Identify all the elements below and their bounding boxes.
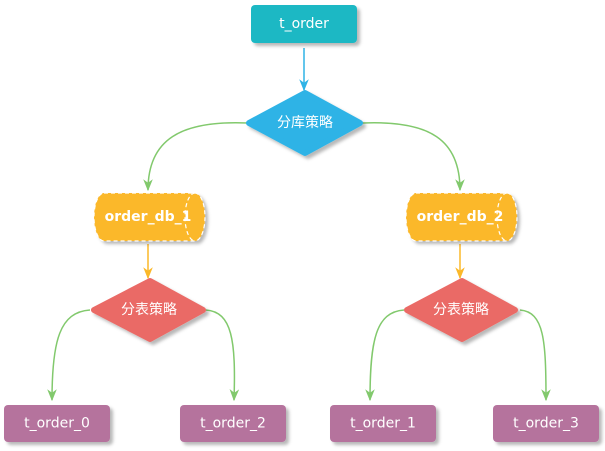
node-table-t-order-3[interactable]: t_order_3: [493, 405, 599, 442]
edge-db-strategy-to-db1: [143, 121, 249, 192]
edge-table-strategy1-to-t-order-0: [47, 309, 91, 402]
node-table-t-order-1-label: t_order_1: [350, 416, 416, 432]
edges: [47, 48, 551, 402]
edge-table-strategy2-to-t-order-1: [365, 309, 405, 402]
node-table-strategy-1-label: 分表策略: [121, 301, 177, 318]
node-root-table[interactable]: t_order: [251, 5, 357, 43]
node-table-t-order-2-label: t_order_2: [200, 416, 266, 432]
node-table-strategy-2-label: 分表策略: [433, 301, 489, 318]
node-db-strategy-label: 分库策略: [277, 114, 333, 131]
node-database-1[interactable]: order_db_1: [93, 192, 206, 242]
node-table-strategy-1[interactable]: 分表策略: [91, 278, 206, 342]
edge-table-strategy2-to-t-order-3: [519, 309, 551, 402]
node-table-t-order-2[interactable]: t_order_2: [180, 405, 286, 442]
node-table-strategy-2[interactable]: 分表策略: [404, 278, 518, 342]
node-database-2-label: order_db_2: [417, 209, 504, 225]
edge-db-strategy-to-db2: [361, 121, 465, 192]
node-table-t-order-1[interactable]: t_order_1: [330, 405, 436, 442]
node-database-2[interactable]: order_db_2: [405, 192, 518, 242]
edge-table-strategy1-to-t-order-2: [205, 309, 240, 402]
node-table-t-order-0-label: t_order_0: [24, 416, 90, 432]
node-database-1-label: order_db_1: [105, 209, 192, 225]
node-root-table-label: t_order: [279, 16, 329, 32]
node-table-t-order-0[interactable]: t_order_0: [4, 405, 110, 442]
node-db-strategy[interactable]: 分库策略: [246, 90, 363, 156]
node-table-t-order-3-label: t_order_3: [513, 416, 579, 432]
